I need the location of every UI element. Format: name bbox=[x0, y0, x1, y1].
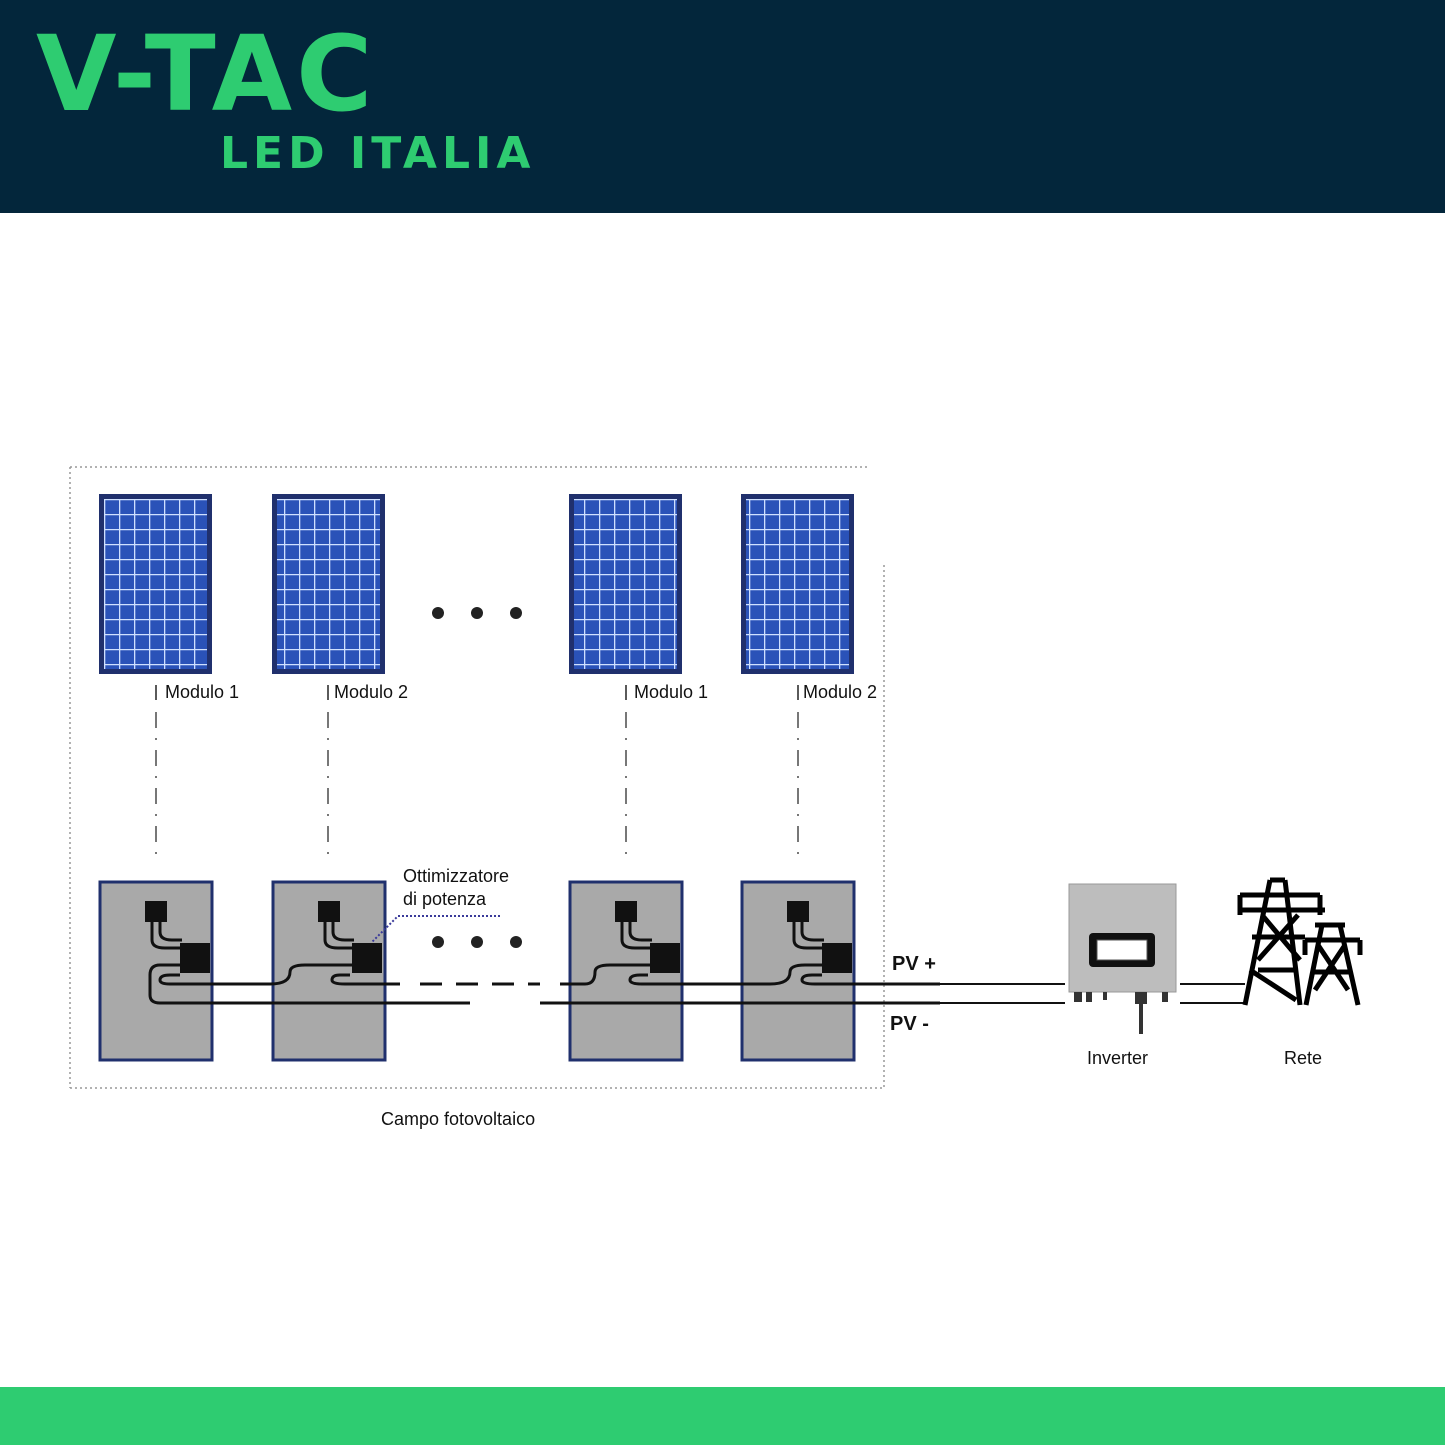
module-connectors bbox=[155, 712, 799, 860]
optimizer-label: di potenza bbox=[403, 889, 487, 909]
solar-panel bbox=[569, 494, 682, 674]
pv-plus-label: PV + bbox=[892, 953, 936, 975]
module-label: Modulo 1 bbox=[634, 682, 708, 702]
solar-panel bbox=[272, 494, 385, 674]
pv-cables bbox=[940, 983, 1245, 1004]
footer-bar bbox=[0, 1387, 1445, 1445]
ellipsis-dots bbox=[432, 607, 522, 619]
pv-minus-label: PV - bbox=[890, 1013, 929, 1035]
optimizer-label: Ottimizzatore bbox=[403, 866, 509, 886]
field-label: Campo fotovoltaico bbox=[381, 1109, 535, 1129]
module-labels: Modulo 1 Modulo 2 Modulo 1 Modulo 2 bbox=[155, 682, 877, 702]
brand-subtitle: LED ITALIA bbox=[220, 128, 536, 179]
ellipsis-dots bbox=[432, 936, 522, 948]
optimizer-wiring bbox=[148, 922, 940, 1005]
brand-logo: V-TAC bbox=[36, 13, 377, 135]
header-bar: V-TAC LED ITALIA bbox=[0, 0, 1445, 213]
inverter-label: Inverter bbox=[1087, 1048, 1148, 1068]
pv-system-diagram: Modulo 1 Modulo 2 Modulo 1 Modulo 2 bbox=[69, 466, 1363, 1129]
field-boundary bbox=[69, 466, 885, 1089]
module-label: Modulo 2 bbox=[334, 682, 408, 702]
power-grid-icon bbox=[1237, 877, 1363, 1006]
power-optimizer-icons bbox=[180, 943, 852, 973]
inverter-icon bbox=[1068, 883, 1177, 1034]
solar-panel bbox=[741, 494, 854, 674]
module-label: Modulo 2 bbox=[803, 682, 877, 702]
grid-label: Rete bbox=[1284, 1048, 1322, 1068]
junction-box-icons bbox=[145, 901, 809, 922]
optimizer-callout-line bbox=[371, 915, 500, 943]
module-label: Modulo 1 bbox=[165, 682, 239, 702]
solar-panel bbox=[99, 494, 212, 674]
